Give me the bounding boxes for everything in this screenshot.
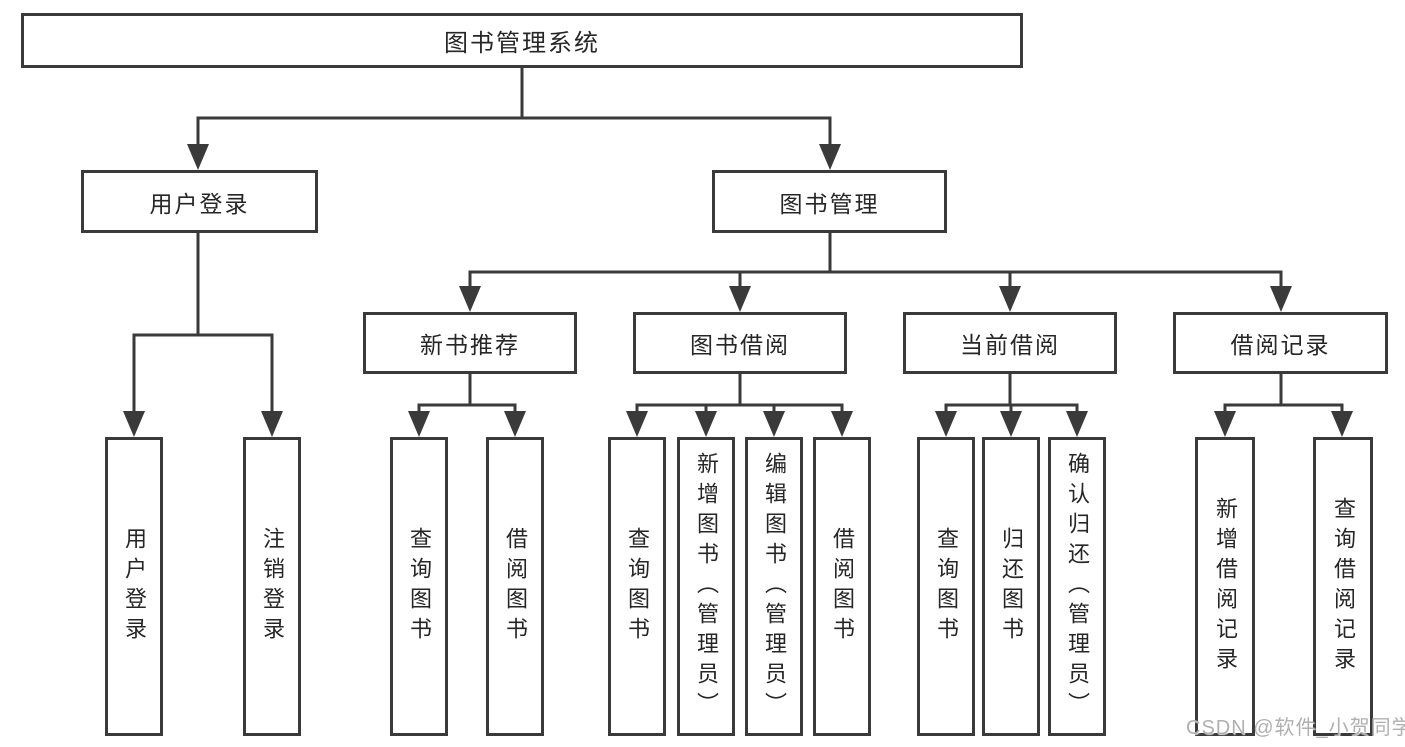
arrowhead: [1214, 411, 1236, 437]
arrowhead: [261, 411, 283, 437]
edge-bookmgmt-to-level3: [468, 233, 1283, 290]
arrowhead: [459, 286, 481, 312]
arrowhead: [123, 411, 145, 437]
arrowhead: [729, 286, 751, 312]
node-book-borrowing: 图书借阅: [633, 312, 847, 374]
arrowhead: [626, 411, 648, 437]
arrowhead: [763, 411, 785, 437]
edge-bookborrow-to-leaves: [635, 374, 844, 415]
node-label: 借阅图书: [830, 526, 855, 647]
arrowhead: [1000, 411, 1022, 437]
edge-userlogin-to-leaves: [132, 233, 274, 415]
leaf-query-books-current: 查询图书: [917, 437, 975, 736]
arrowhead: [408, 411, 430, 437]
arrowhead: [999, 286, 1021, 312]
leaf-logout: 注销登录: [243, 437, 301, 736]
arrowhead: [1331, 411, 1353, 437]
node-library-management-system: 图书管理系统: [21, 13, 1023, 68]
arrowhead: [504, 411, 526, 437]
csdn-watermark: CSDN @软件_小贺同学: [1186, 717, 1405, 739]
node-label: 新增借阅记录: [1213, 496, 1238, 677]
leaf-add-borrow-record: 新增借阅记录: [1195, 437, 1255, 736]
node-label: 查询图书: [934, 526, 959, 647]
leaf-add-book-admin: 新增图书（管理员）: [677, 437, 735, 736]
node-label: 归还图书: [999, 526, 1024, 647]
arrowhead: [1270, 286, 1292, 312]
node-label: 用户登录: [122, 526, 147, 647]
leaf-user-login: 用户登录: [105, 437, 163, 736]
arrowhead: [1066, 411, 1088, 437]
node-label: 新书推荐: [420, 332, 520, 358]
node-label: 查询图书: [407, 526, 432, 647]
leaf-query-books-recommendation: 查询图书: [390, 437, 448, 736]
edge-borrowrecord-to-leaves: [1223, 374, 1344, 415]
node-label: 确认归还（管理员）: [1065, 451, 1090, 722]
node-current-borrowing: 当前借阅: [903, 312, 1117, 374]
node-label: 图书管理系统: [444, 30, 600, 57]
leaf-edit-book-admin: 编辑图书（管理员）: [745, 437, 803, 736]
leaf-query-borrow-record: 查询借阅记录: [1313, 437, 1373, 736]
node-borrowing-records: 借阅记录: [1173, 312, 1388, 374]
arrowhead: [831, 411, 853, 437]
arrowhead: [819, 144, 841, 170]
node-new-book-recommendation: 新书推荐: [363, 312, 577, 374]
arrowhead: [935, 411, 957, 437]
arrowhead: [187, 144, 209, 170]
edge-newbook-to-leaves: [417, 374, 517, 415]
edge-root-to-level2: [196, 68, 832, 148]
leaf-query-books-borrowing: 查询图书: [608, 437, 666, 736]
node-label: 借阅图书: [503, 526, 528, 647]
node-label: 查询图书: [625, 526, 650, 647]
node-book-management: 图书管理: [712, 170, 947, 233]
node-label: 图书管理: [779, 190, 880, 217]
node-label: 编辑图书（管理员）: [762, 451, 787, 722]
node-label: 借阅记录: [1230, 332, 1331, 358]
node-label: 用户登录: [149, 190, 250, 217]
leaf-confirm-return-admin: 确认归还（管理员）: [1048, 437, 1106, 736]
node-label: 注销登录: [260, 526, 285, 647]
leaf-borrow-books-recommendation: 借阅图书: [486, 437, 544, 736]
leaf-borrow-books: 借阅图书: [813, 437, 871, 736]
edge-currentborrow-to-leaves: [944, 374, 1079, 415]
node-label: 新增图书（管理员）: [694, 451, 719, 722]
node-user-login: 用户登录: [81, 170, 318, 233]
leaf-return-book: 归还图书: [982, 437, 1040, 736]
node-label: 图书借阅: [690, 332, 790, 358]
arrowhead: [695, 411, 717, 437]
node-label: 查询借阅记录: [1331, 496, 1356, 677]
node-label: 当前借阅: [960, 332, 1060, 358]
